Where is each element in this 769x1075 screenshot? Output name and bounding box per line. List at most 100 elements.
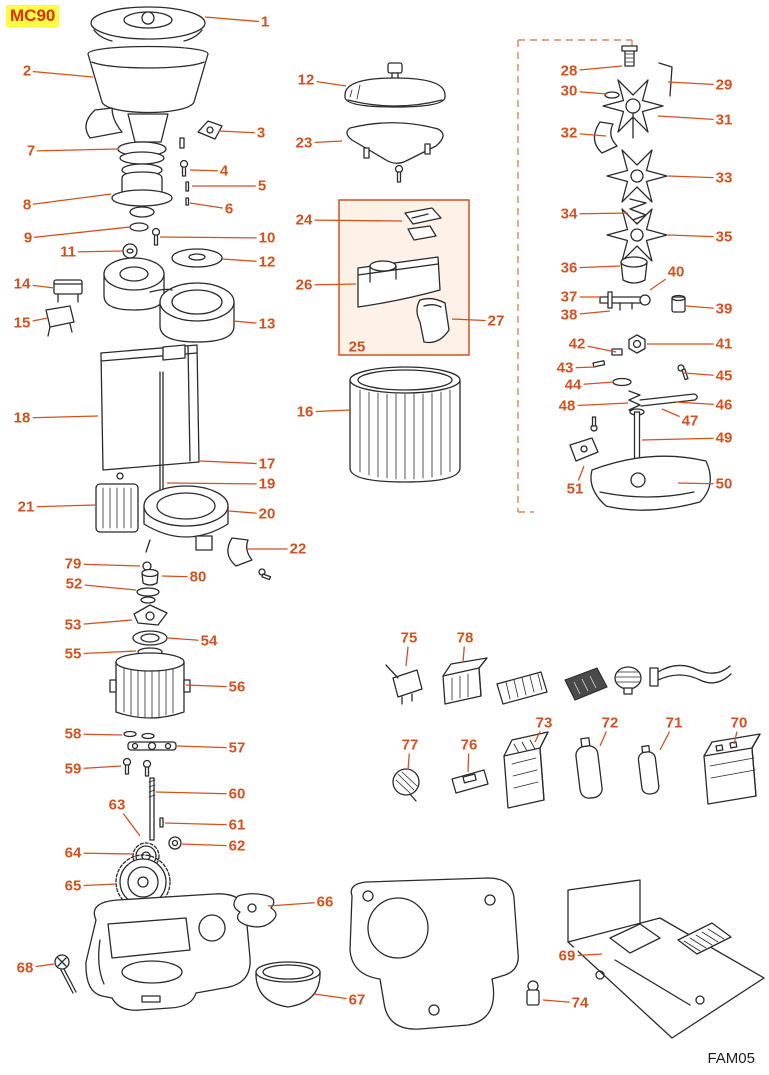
part-screw-68 [54, 954, 77, 994]
part-impeller-31 [602, 79, 664, 139]
callout-45: 45 [713, 367, 735, 385]
part-relay-78 [442, 657, 488, 705]
part-cap-77 [392, 768, 420, 802]
part-grinder-housing [103, 257, 235, 343]
callout-56: 56 [226, 678, 248, 696]
callout-62: 62 [226, 837, 248, 855]
part-burr-35 [606, 208, 668, 262]
part-hook-66 [233, 893, 277, 928]
callout-8: 8 [20, 196, 34, 214]
callout-31: 31 [713, 111, 735, 129]
part-hopper-lid [90, 6, 206, 42]
callout-23: 23 [293, 134, 315, 152]
part-washer-30 [604, 91, 620, 99]
callout-69: 69 [556, 947, 578, 965]
part-fan-53 [133, 604, 168, 626]
part-hopper [85, 45, 209, 143]
part-bracket-51 [569, 416, 599, 462]
part-disc [171, 248, 223, 268]
part-cup-36 [620, 256, 648, 284]
callout-12: 12 [256, 253, 278, 271]
footer-code: FAM05 [707, 1050, 755, 1067]
callout-11: 11 [58, 243, 78, 261]
callout-7: 7 [24, 142, 38, 160]
part-outlet-collar [143, 485, 229, 553]
model-badge: MC90 [6, 5, 60, 27]
callout-77: 77 [399, 736, 421, 754]
part-bracket-22 [227, 537, 272, 581]
part-motor-56 [109, 652, 191, 719]
callout-19: 19 [256, 475, 278, 493]
callout-49: 49 [713, 429, 735, 447]
callout-70: 70 [728, 714, 750, 732]
part-base-gasket [349, 877, 519, 1030]
part-pin-43-44 [592, 360, 632, 387]
callout-74: 74 [569, 994, 591, 1012]
callout-5: 5 [255, 177, 269, 195]
part-cup-67 [255, 961, 321, 1008]
part-motor-top-small [136, 561, 160, 604]
callout-28: 28 [558, 62, 580, 80]
callout-17: 17 [256, 455, 278, 473]
part-base-housing [85, 893, 251, 1011]
callout-59: 59 [62, 760, 84, 778]
part-pcb-69 [567, 879, 765, 1039]
callout-41: 41 [713, 335, 735, 353]
leader-lines [21, 16, 740, 1004]
callout-52: 52 [63, 575, 85, 593]
part-wire-29 [658, 62, 673, 97]
callout-51: 51 [564, 480, 586, 498]
part-transformer-70 [703, 733, 761, 805]
callout-24: 24 [293, 211, 315, 229]
callout-10: 10 [256, 229, 278, 247]
callout-63: 63 [106, 796, 128, 814]
callout-78: 78 [454, 629, 476, 647]
callout-35: 35 [713, 228, 735, 246]
callout-22: 22 [287, 540, 309, 558]
part-connector-block [564, 667, 608, 701]
part-spout-clip [179, 120, 223, 149]
callout-39: 39 [713, 300, 735, 318]
callout-25: 25 [348, 338, 366, 356]
callout-75: 75 [398, 629, 420, 647]
part-cover-plate [346, 122, 444, 183]
part-sweeper-plate-50 [590, 455, 711, 511]
part-canister [349, 366, 461, 483]
part-washers [122, 222, 161, 259]
callout-67: 67 [346, 991, 368, 1009]
callout-26: 26 [293, 276, 315, 294]
callout-68: 68 [14, 959, 36, 977]
callout-9: 9 [21, 229, 35, 247]
part-capacitor-72 [575, 737, 603, 799]
part-doser-funnel [416, 297, 450, 344]
part-cable-gland [614, 666, 642, 695]
part-ring-54 [132, 630, 168, 657]
callout-73: 73 [533, 714, 555, 732]
part-fuse-74 [526, 980, 540, 1006]
part-plug-39 [671, 294, 686, 313]
callout-4: 4 [217, 162, 231, 180]
part-fuse-plate-76 [451, 769, 489, 794]
callout-79: 79 [62, 555, 84, 573]
part-adjust-rings [111, 141, 173, 218]
part-burr-33 [606, 149, 668, 203]
part-doser-scoop [357, 256, 441, 308]
callout-43: 43 [554, 359, 576, 377]
part-capacitor-71 [637, 745, 660, 795]
callout-16: 16 [294, 403, 316, 421]
part-micro-switches [45, 279, 83, 337]
callout-27: 27 [485, 312, 507, 330]
part-lever-46-47 [639, 393, 698, 407]
callout-1: 1 [258, 13, 272, 31]
callout-40: 40 [665, 263, 687, 281]
callout-64: 64 [62, 844, 84, 862]
part-screw-45 [677, 364, 689, 381]
callout-76: 76 [458, 736, 480, 754]
callout-2: 2 [20, 62, 34, 80]
callout-46: 46 [713, 396, 735, 414]
callout-13: 13 [256, 315, 278, 333]
callout-72: 72 [599, 714, 621, 732]
callout-33: 33 [713, 169, 735, 187]
part-doser-flap [404, 207, 442, 241]
